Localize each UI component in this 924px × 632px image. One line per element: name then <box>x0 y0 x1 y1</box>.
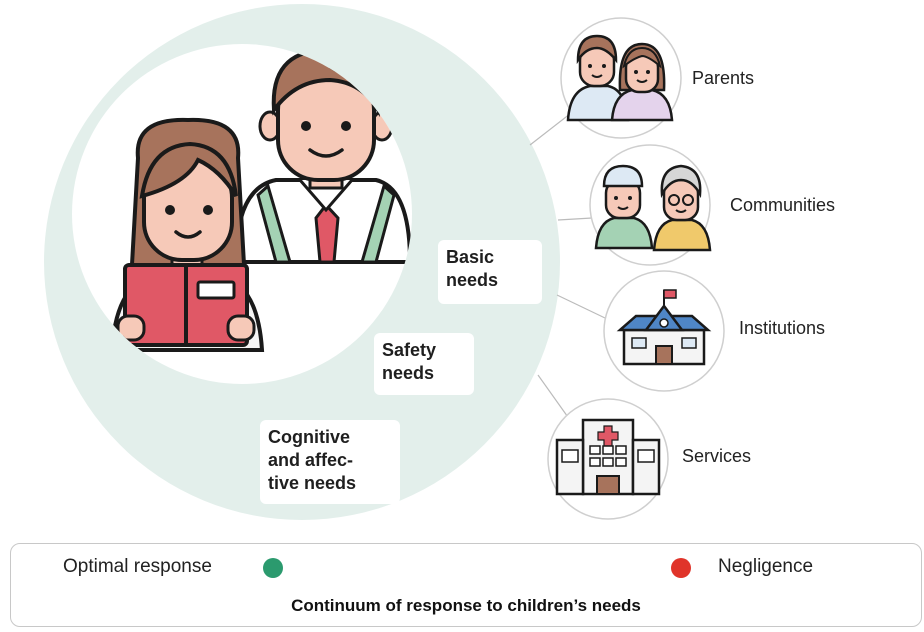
institutions-label: Institutions <box>739 318 826 338</box>
parents-label: Parents <box>692 68 755 88</box>
optimal-response-label: Optimal response <box>63 556 212 577</box>
school-building-icon <box>616 289 712 366</box>
elders-icon <box>594 164 712 252</box>
negligence-dot <box>671 558 691 578</box>
stakeholder-services-circle <box>547 398 669 520</box>
basic-needs-label: Basic needs <box>438 240 542 304</box>
stakeholder-communities-circle <box>589 144 712 266</box>
stakeholder-institutions-circle <box>603 270 725 392</box>
cognitive-affective-needs-label: Cognitive and affec- tive needs <box>260 420 400 504</box>
optimal-dot <box>263 558 283 578</box>
communities-label: Communities <box>730 195 836 215</box>
negligence-label: Negligence <box>718 556 814 577</box>
stakeholder-parents-circle <box>560 17 682 139</box>
safety-needs-label: Safety needs <box>374 333 474 395</box>
continuum-scale: Optimal response Negligence Continuum of… <box>10 543 922 627</box>
girl-figure <box>109 117 265 352</box>
hospital-icon <box>555 418 661 496</box>
children-icon <box>109 47 412 352</box>
services-label: Services <box>682 446 752 466</box>
boy-figure <box>233 47 412 264</box>
continuum-title: Continuum of response to children’s need… <box>291 596 641 615</box>
parents-icon <box>566 34 674 122</box>
